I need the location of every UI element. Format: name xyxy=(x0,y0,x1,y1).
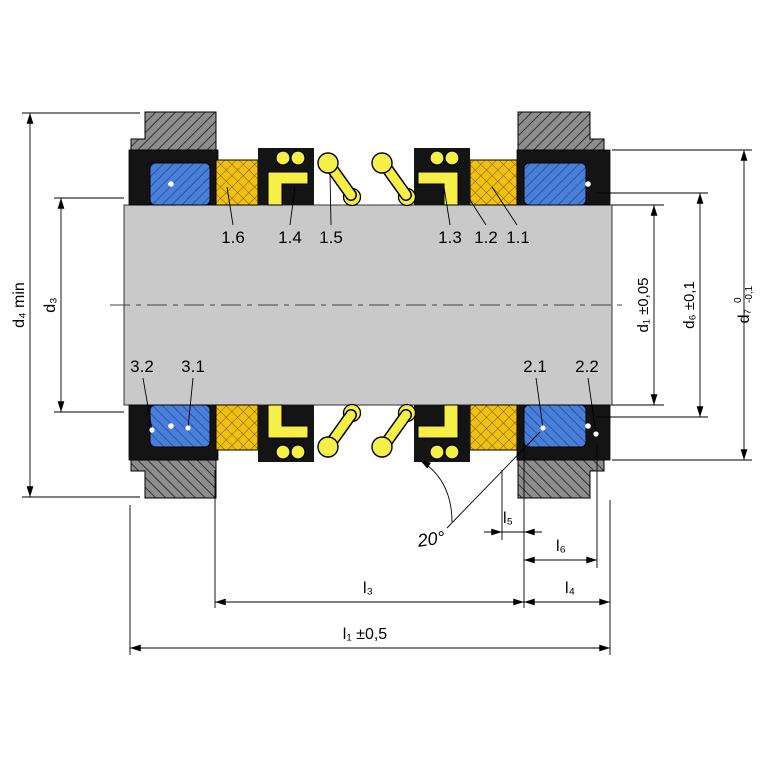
length-extension-lines xyxy=(129,438,611,655)
part-labels-upper: 1.6 1.4 1.5 1.3 1.2 1.1 xyxy=(221,173,530,247)
part-label-3-1: 3.1 xyxy=(181,357,205,376)
part-label-1-4: 1.4 xyxy=(278,228,302,247)
upper-seal-assembly xyxy=(128,111,611,207)
shaft xyxy=(110,204,626,406)
dimension-d6-label: d₆ ±0,1 xyxy=(681,281,698,329)
bellows-right xyxy=(414,148,470,206)
dimension-l1: l₁ ±0,5 xyxy=(130,626,610,652)
leader-dot-2-1 xyxy=(540,425,546,431)
dimension-d1-label: d₁ ±0,05 xyxy=(635,278,652,333)
collar-right xyxy=(469,159,518,206)
part-label-2-2: 2.2 xyxy=(575,357,599,376)
dimension-l1-label: l₁ ±0,5 xyxy=(343,626,388,643)
dimension-l5: l₅ xyxy=(484,510,542,536)
part-labels-lower: 3.2 3.1 2.1 2.2 xyxy=(130,357,599,437)
dimension-l4: l₄ xyxy=(524,580,610,606)
dimension-l4-label: l₄ xyxy=(565,580,575,597)
dimension-l6: l₆ xyxy=(524,538,597,564)
part-label-1-2: 1.2 xyxy=(474,228,498,247)
part-label-1-6: 1.6 xyxy=(221,228,245,247)
collar-left xyxy=(215,159,259,206)
dimension-d7-label: d₇ xyxy=(736,309,753,323)
seal-face-right xyxy=(523,162,587,206)
housing-left xyxy=(130,111,217,151)
lower-seal-assembly xyxy=(129,405,610,499)
part-label-2-1: 2.1 xyxy=(523,357,547,376)
dimension-l3: l₃ xyxy=(215,580,524,606)
part-label-1-1: 1.1 xyxy=(506,228,530,247)
dimension-l5-label: l₅ xyxy=(503,510,513,527)
dimension-d7-upper-tolerance: 0 xyxy=(733,297,744,303)
seal-face-left xyxy=(149,162,211,206)
dimension-d3: d₃ xyxy=(42,197,124,413)
seal-face-right-dot xyxy=(585,181,591,187)
dimension-angle: 20° xyxy=(415,431,541,551)
leader-dot-2-2 xyxy=(593,431,599,437)
dimension-d1: d₁ ±0,05 xyxy=(612,204,664,406)
bellows-left xyxy=(258,148,314,206)
dimension-d7-lower-tolerance: -0,1 xyxy=(744,285,755,303)
dimension-d3-label: d₃ xyxy=(42,297,59,312)
leader-dot-3-2 xyxy=(149,427,155,433)
dimension-l6-label: l₆ xyxy=(556,538,566,555)
dimension-l3-label: l₃ xyxy=(363,580,373,597)
dimension-d7: d₇ 0 -0,1 xyxy=(612,149,755,461)
seal-face-left-dot xyxy=(168,181,174,187)
leader-dot-3-1 xyxy=(185,425,191,431)
part-label-1-3: 1.3 xyxy=(438,228,462,247)
dimension-d6: d₆ ±0,1 xyxy=(596,192,708,418)
housing-right xyxy=(517,111,605,151)
spring xyxy=(317,152,417,207)
dimension-d4-label: d₄ min xyxy=(11,282,28,328)
dimension-d4: d₄ min xyxy=(11,112,140,498)
dimension-angle-label: 20° xyxy=(415,527,446,551)
part-label-3-2: 3.2 xyxy=(130,357,154,376)
part-label-1-5: 1.5 xyxy=(319,228,343,247)
